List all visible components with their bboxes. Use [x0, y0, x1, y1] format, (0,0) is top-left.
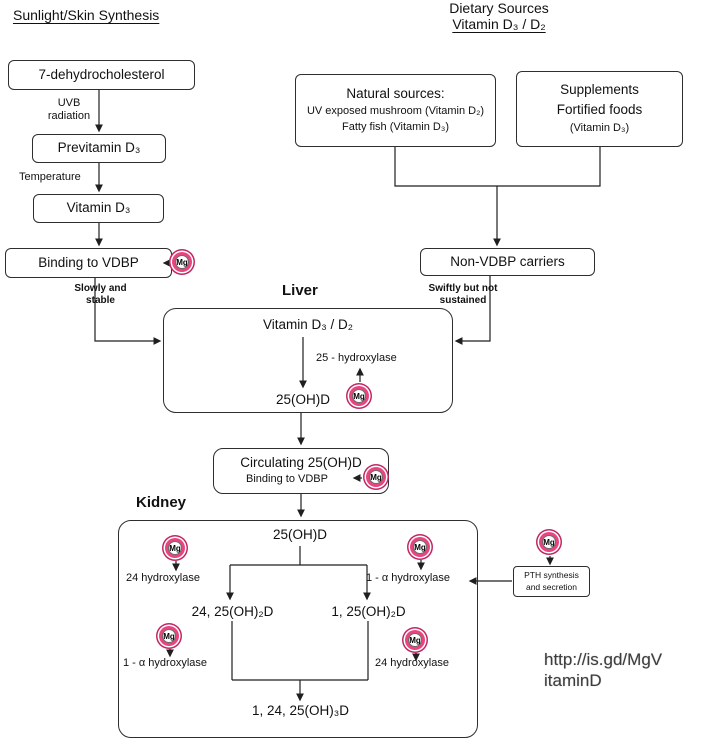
kidney-product-24-25: 24, 25(OH)₂D	[191, 604, 274, 619]
liver-product-25ohd: 25(OH)D	[275, 392, 330, 407]
label-uvb-radiation: UVB radiation	[47, 97, 91, 123]
mg-badge-kidney-1alpha-upper: Mg	[413, 540, 427, 554]
mg-badge-pth-text: Mg	[543, 537, 555, 547]
mg-badge-kidney-1alpha-lower-text: Mg	[163, 631, 175, 641]
natural-sources-fish: Fatty fish (Vitamin D₃)	[342, 120, 449, 133]
node-previtamin-d3-label: Previtamin D₃	[57, 140, 141, 156]
supplements-form: (Vitamin D₃)	[569, 122, 630, 134]
mg-badge-kidney-1alpha-lower: Mg	[162, 629, 176, 643]
kidney-product-1-25: 1, 25(OH)₂D	[331, 604, 406, 619]
label-slowly-and-stable: Slowly and stable	[74, 283, 127, 306]
node-vitamin-d3: Vitamin D₃	[33, 194, 164, 223]
kidney-final-product: 1, 24, 25(OH)₃D	[251, 703, 350, 718]
mg-badge-vdbp: Mg	[175, 255, 189, 269]
circulating-binding-vdbp: Binding to VDBP	[246, 473, 328, 486]
node-non-vdbp-carriers-label: Non-VDBP carriers	[450, 253, 565, 269]
kidney-enzyme-24-hydroxylase-lower: 24 hydroxylase	[375, 657, 449, 669]
mg-badge-kidney-24-lower-text: Mg	[409, 635, 421, 645]
mg-badge-pth: Mg	[542, 535, 556, 549]
node-pth-synthesis-label: PTH synthesis and secretion	[524, 570, 579, 592]
heading-dietary-line1: Dietary Sources	[449, 0, 549, 16]
label-temperature: Temperature	[19, 171, 81, 183]
node-7-dehydrocholesterol: 7-dehydrocholesterol	[8, 60, 195, 90]
kidney-enzyme-24-hydroxylase-upper: 24 hydroxylase	[126, 572, 200, 584]
section-title-liver: Liver	[282, 282, 318, 299]
label-swiftly-not-sustained: Swiftly but not sustained	[428, 283, 498, 306]
mg-badge-circulating: Mg	[369, 470, 383, 484]
supplements-title: Supplements	[560, 82, 639, 98]
node-7-dehydrocholesterol-label: 7-dehydrocholesterol	[38, 66, 165, 82]
arrow-non-vdbp-to-liver	[454, 276, 491, 345]
watermark-url: http://is.gd/MgV itaminD	[544, 650, 663, 691]
natural-sources-mushroom: UV exposed mushroom (Vitamin D₂)	[306, 105, 485, 118]
node-natural-sources: Natural sources: UV exposed mushroom (Vi…	[295, 74, 496, 147]
heading-dietary-sources: Dietary Sources Vitamin D₃ / D₂	[409, 0, 589, 32]
node-binding-to-vdbp-label: Binding to VDBP	[38, 254, 139, 270]
natural-sources-title: Natural sources:	[346, 86, 445, 102]
heading-sunlight-skin-synthesis: Sunlight/Skin Synthesis	[13, 7, 160, 23]
mg-badge-kidney-24-upper: Mg	[168, 541, 182, 555]
container-kidney	[118, 520, 478, 738]
supplements-fortified: Fortified foods	[556, 102, 643, 118]
circulating-title: Circulating 25(OH)D	[240, 455, 362, 471]
node-vitamin-d3-label: Vitamin D₃	[66, 200, 131, 216]
container-liver	[163, 308, 453, 413]
section-title-kidney: Kidney	[136, 494, 187, 511]
mg-badge-vdbp-text: Mg	[176, 257, 188, 267]
mg-badge-circulating-text: Mg	[370, 472, 382, 482]
mg-badge-liver: Mg	[352, 389, 366, 403]
liver-enzyme-25-hydroxylase: 25 - hydroxylase	[316, 352, 397, 364]
mg-badge-kidney-1alpha-upper-text: Mg	[414, 542, 426, 552]
mg-badge-kidney-24-upper-text: Mg	[169, 543, 181, 553]
node-circulating-25ohd: Circulating 25(OH)D Binding to VDBP	[213, 448, 389, 494]
kidney-enzyme-1alpha-hydroxylase-upper: 1 - α hydroxylase	[366, 572, 451, 584]
arrow-vdbp-to-liver	[94, 278, 162, 345]
node-previtamin-d3: Previtamin D₃	[32, 134, 166, 163]
node-binding-to-vdbp: Binding to VDBP	[5, 248, 172, 278]
node-supplements: Supplements Fortified foods (Vitamin D₃)	[516, 71, 683, 147]
node-pth-synthesis: PTH synthesis and secretion	[513, 566, 590, 597]
heading-dietary-line2: Vitamin D₃ / D₂	[452, 16, 546, 32]
line-dietary-junction	[394, 147, 601, 187]
node-non-vdbp-carriers: Non-VDBP carriers	[420, 248, 595, 276]
liver-substrate: Vitamin D₃ / D₂	[262, 317, 353, 332]
mg-badge-liver-text: Mg	[353, 391, 365, 401]
mg-badge-kidney-24-lower: Mg	[408, 633, 422, 647]
kidney-substrate-25ohd: 25(OH)D	[272, 527, 327, 542]
kidney-enzyme-1alpha-hydroxylase-lower: 1 - α hydroxylase	[123, 657, 208, 669]
